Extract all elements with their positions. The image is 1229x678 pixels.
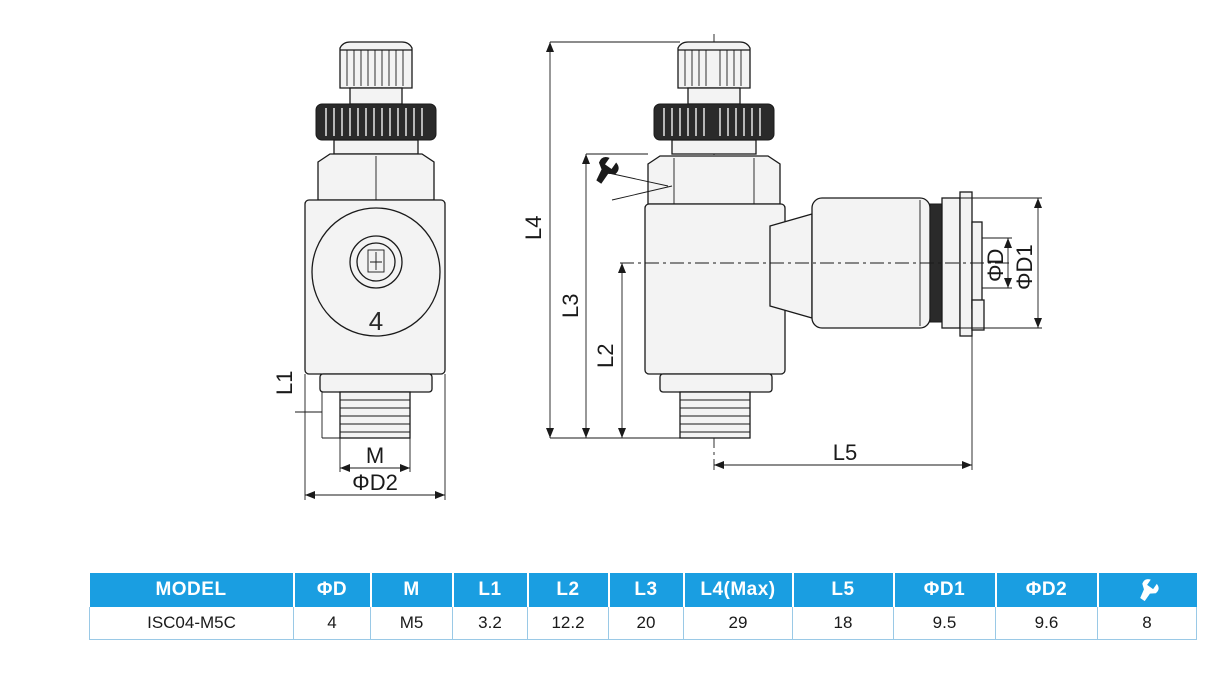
dim-label-l4: L4	[521, 216, 546, 240]
dim-label-d: ΦD	[983, 249, 1008, 282]
table-cell: 12.2	[527, 607, 609, 640]
table-cell: 9.6	[995, 607, 1098, 640]
table-cell: 18	[792, 607, 894, 640]
dim-label-l3: L3	[558, 294, 583, 318]
dim-label-l2: L2	[593, 344, 618, 368]
header-wrench	[1096, 573, 1197, 607]
dim-label-l1: L1	[272, 371, 297, 395]
dim-label-d1: ΦD1	[1012, 244, 1037, 290]
wrench-icon	[596, 157, 619, 184]
header-l4: L4(Max)	[682, 573, 793, 607]
table-cell: ISC04-M5C	[89, 607, 294, 640]
header-l2: L2	[526, 573, 609, 607]
spec-table: MODEL ΦD M L1 L2 L3 L4(Max) L5 ΦD1 ΦD2 I…	[89, 573, 1197, 640]
side-view: L4 L3 L2 L5 ΦD ΦD1	[521, 34, 1042, 470]
front-view: 4 L1 M ΦD2	[272, 41, 446, 500]
wrench-icon	[1139, 579, 1159, 602]
dim-label-d2: ΦD2	[352, 470, 398, 495]
table-cell: 29	[683, 607, 793, 640]
header-model: MODEL	[89, 573, 294, 607]
header-d1: ΦD1	[892, 573, 996, 607]
table-cell: 20	[608, 607, 684, 640]
dim-label-l5: L5	[833, 440, 857, 465]
table-cell: 4	[293, 607, 371, 640]
table-cell: M5	[370, 607, 453, 640]
header-l3: L3	[607, 573, 684, 607]
tube-size-marking: 4	[369, 306, 383, 336]
header-m: M	[369, 573, 453, 607]
table-cell: 9.5	[893, 607, 996, 640]
header-d2: ΦD2	[994, 573, 1098, 607]
table-cell: 3.2	[452, 607, 528, 640]
dim-label-m: M	[366, 443, 384, 468]
table-cell: 8	[1097, 607, 1197, 640]
technical-drawing: 4 L1 M ΦD2	[272, 34, 1042, 500]
header-l1: L1	[451, 573, 528, 607]
header-l5: L5	[791, 573, 894, 607]
header-d: ΦD	[292, 573, 371, 607]
table-header-row: MODEL ΦD M L1 L2 L3 L4(Max) L5 ΦD1 ΦD2	[89, 573, 1197, 607]
table-row: ISC04-M5C 4 M5 3.2 12.2 20 29 18 9.5 9.6…	[89, 607, 1197, 640]
